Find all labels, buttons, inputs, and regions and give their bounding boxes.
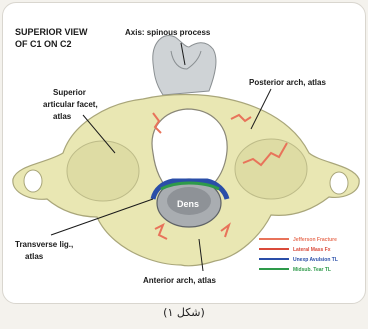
- label-superior-facet-2: articular facet,: [43, 100, 98, 109]
- legend-label-4: Midsub. Tear TL: [293, 267, 331, 273]
- label-posterior-arch: Posterior arch, atlas: [249, 78, 326, 87]
- transverse-foramen-left: [24, 170, 42, 192]
- figure-panel: SUPERIOR VIEW OF C1 ON C2 Axis: spinous …: [2, 2, 366, 304]
- label-superior-facet-3: atlas: [53, 112, 72, 121]
- label-axis: Axis: spinous process: [125, 28, 211, 37]
- legend-label-2: Lateral Mass Fx: [293, 247, 331, 253]
- figure-caption: (شكل ١): [0, 306, 368, 319]
- figure-title-line1: SUPERIOR VIEW: [15, 27, 88, 37]
- figure-title-line2: OF C1 ON C2: [15, 39, 72, 49]
- transverse-foramen-right: [330, 172, 348, 194]
- label-dens: Dens: [177, 199, 199, 209]
- superior-facet-right: [235, 139, 307, 199]
- legend-label-1: Jefferson Fracture: [293, 237, 337, 243]
- label-superior-facet-1: Superior: [53, 88, 86, 97]
- legend-label-3: Unexp Avulsion TL: [293, 257, 338, 263]
- atlas-axis-illustration: SUPERIOR VIEW OF C1 ON C2 Axis: spinous …: [3, 3, 365, 303]
- axis-spinous-process: [153, 35, 216, 95]
- legend: Jefferson Fracture Lateral Mass Fx Unexp…: [259, 237, 338, 273]
- label-anterior-arch: Anterior arch, atlas: [143, 276, 216, 285]
- label-transverse-1: Transverse lig.,: [15, 240, 73, 249]
- superior-facet-left: [67, 141, 139, 201]
- label-transverse-2: atlas: [25, 252, 44, 261]
